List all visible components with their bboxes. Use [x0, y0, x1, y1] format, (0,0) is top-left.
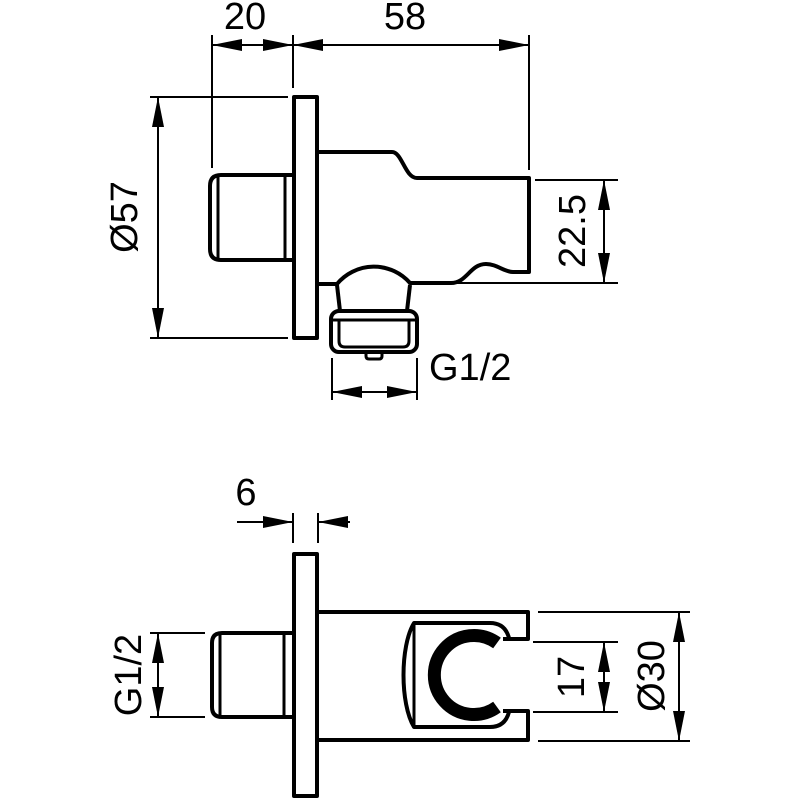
- holder-body-top-outline: [317, 610, 530, 641]
- dim-projection: 58: [293, 0, 530, 170]
- arrowhead-up: [673, 612, 685, 642]
- arrowhead-left: [332, 386, 362, 398]
- arrowhead-up: [152, 633, 164, 663]
- dim-label-57: Ø57: [104, 181, 146, 253]
- arrowhead-down: [152, 308, 164, 338]
- dim-inlet-thread: G1/2: [108, 632, 205, 718]
- dim-escutcheon-thickness: 6: [235, 472, 350, 543]
- arrowhead-right: [387, 386, 417, 398]
- dim-body-height: 22.5: [452, 179, 618, 284]
- dim-cradle-opening: 17: [533, 641, 618, 713]
- arrowhead-left: [318, 516, 348, 528]
- arrowhead-right: [499, 39, 529, 51]
- dim-inlet-depth: 20: [211, 0, 294, 168]
- outlet-neck-right-edge: [405, 284, 412, 312]
- dim-label-58: 58: [384, 0, 426, 38]
- wall-escutcheon-plate: [292, 95, 319, 340]
- side-view: 20 58 Ø57 22.5: [104, 0, 618, 400]
- dim-escutcheon-diameter: Ø57: [104, 96, 288, 339]
- arrowhead-right: [263, 516, 293, 528]
- arrowhead-left: [212, 39, 242, 51]
- outlet-nut: [329, 309, 419, 354]
- arrowhead-down: [152, 687, 164, 717]
- arrowhead-up: [152, 97, 164, 127]
- plan-view: 6 G1/2 17 Ø30: [108, 472, 690, 798]
- arrowhead-left: [293, 39, 323, 51]
- dim-label-6: 6: [235, 472, 256, 514]
- dim-outlet-thread: G1/2: [331, 347, 511, 400]
- wall-escutcheon-plate: [292, 552, 319, 798]
- dim-label-17: 17: [551, 656, 593, 698]
- dim-label-22-5: 22.5: [552, 194, 594, 268]
- inlet-thread-stub: [208, 173, 294, 262]
- dim-label-g12-outlet: G1/2: [429, 347, 511, 389]
- dim-label-30: Ø30: [631, 640, 673, 712]
- arrowhead-down: [598, 682, 610, 712]
- inlet-thread-stub: [210, 631, 294, 719]
- outlet-nut-inner-face: [337, 320, 411, 349]
- holder-cup-outline: [401, 621, 511, 729]
- cradle-c-ring: [427, 629, 501, 721]
- dim-holder-diameter: Ø30: [538, 611, 690, 742]
- outlet-nipple: [364, 352, 384, 361]
- outlet-neck-left-edge: [335, 284, 342, 312]
- holder-body-bottom-outline: [317, 709, 530, 742]
- arrowhead-right: [263, 39, 293, 51]
- arrowhead-down: [598, 253, 610, 283]
- dim-label-20: 20: [224, 0, 266, 38]
- arrowhead-up: [598, 642, 610, 672]
- arrowhead-up: [598, 180, 610, 210]
- arrowhead-down: [673, 711, 685, 741]
- holder-body-profile: [317, 150, 531, 286]
- dim-label-g12-inlet: G1/2: [108, 634, 150, 716]
